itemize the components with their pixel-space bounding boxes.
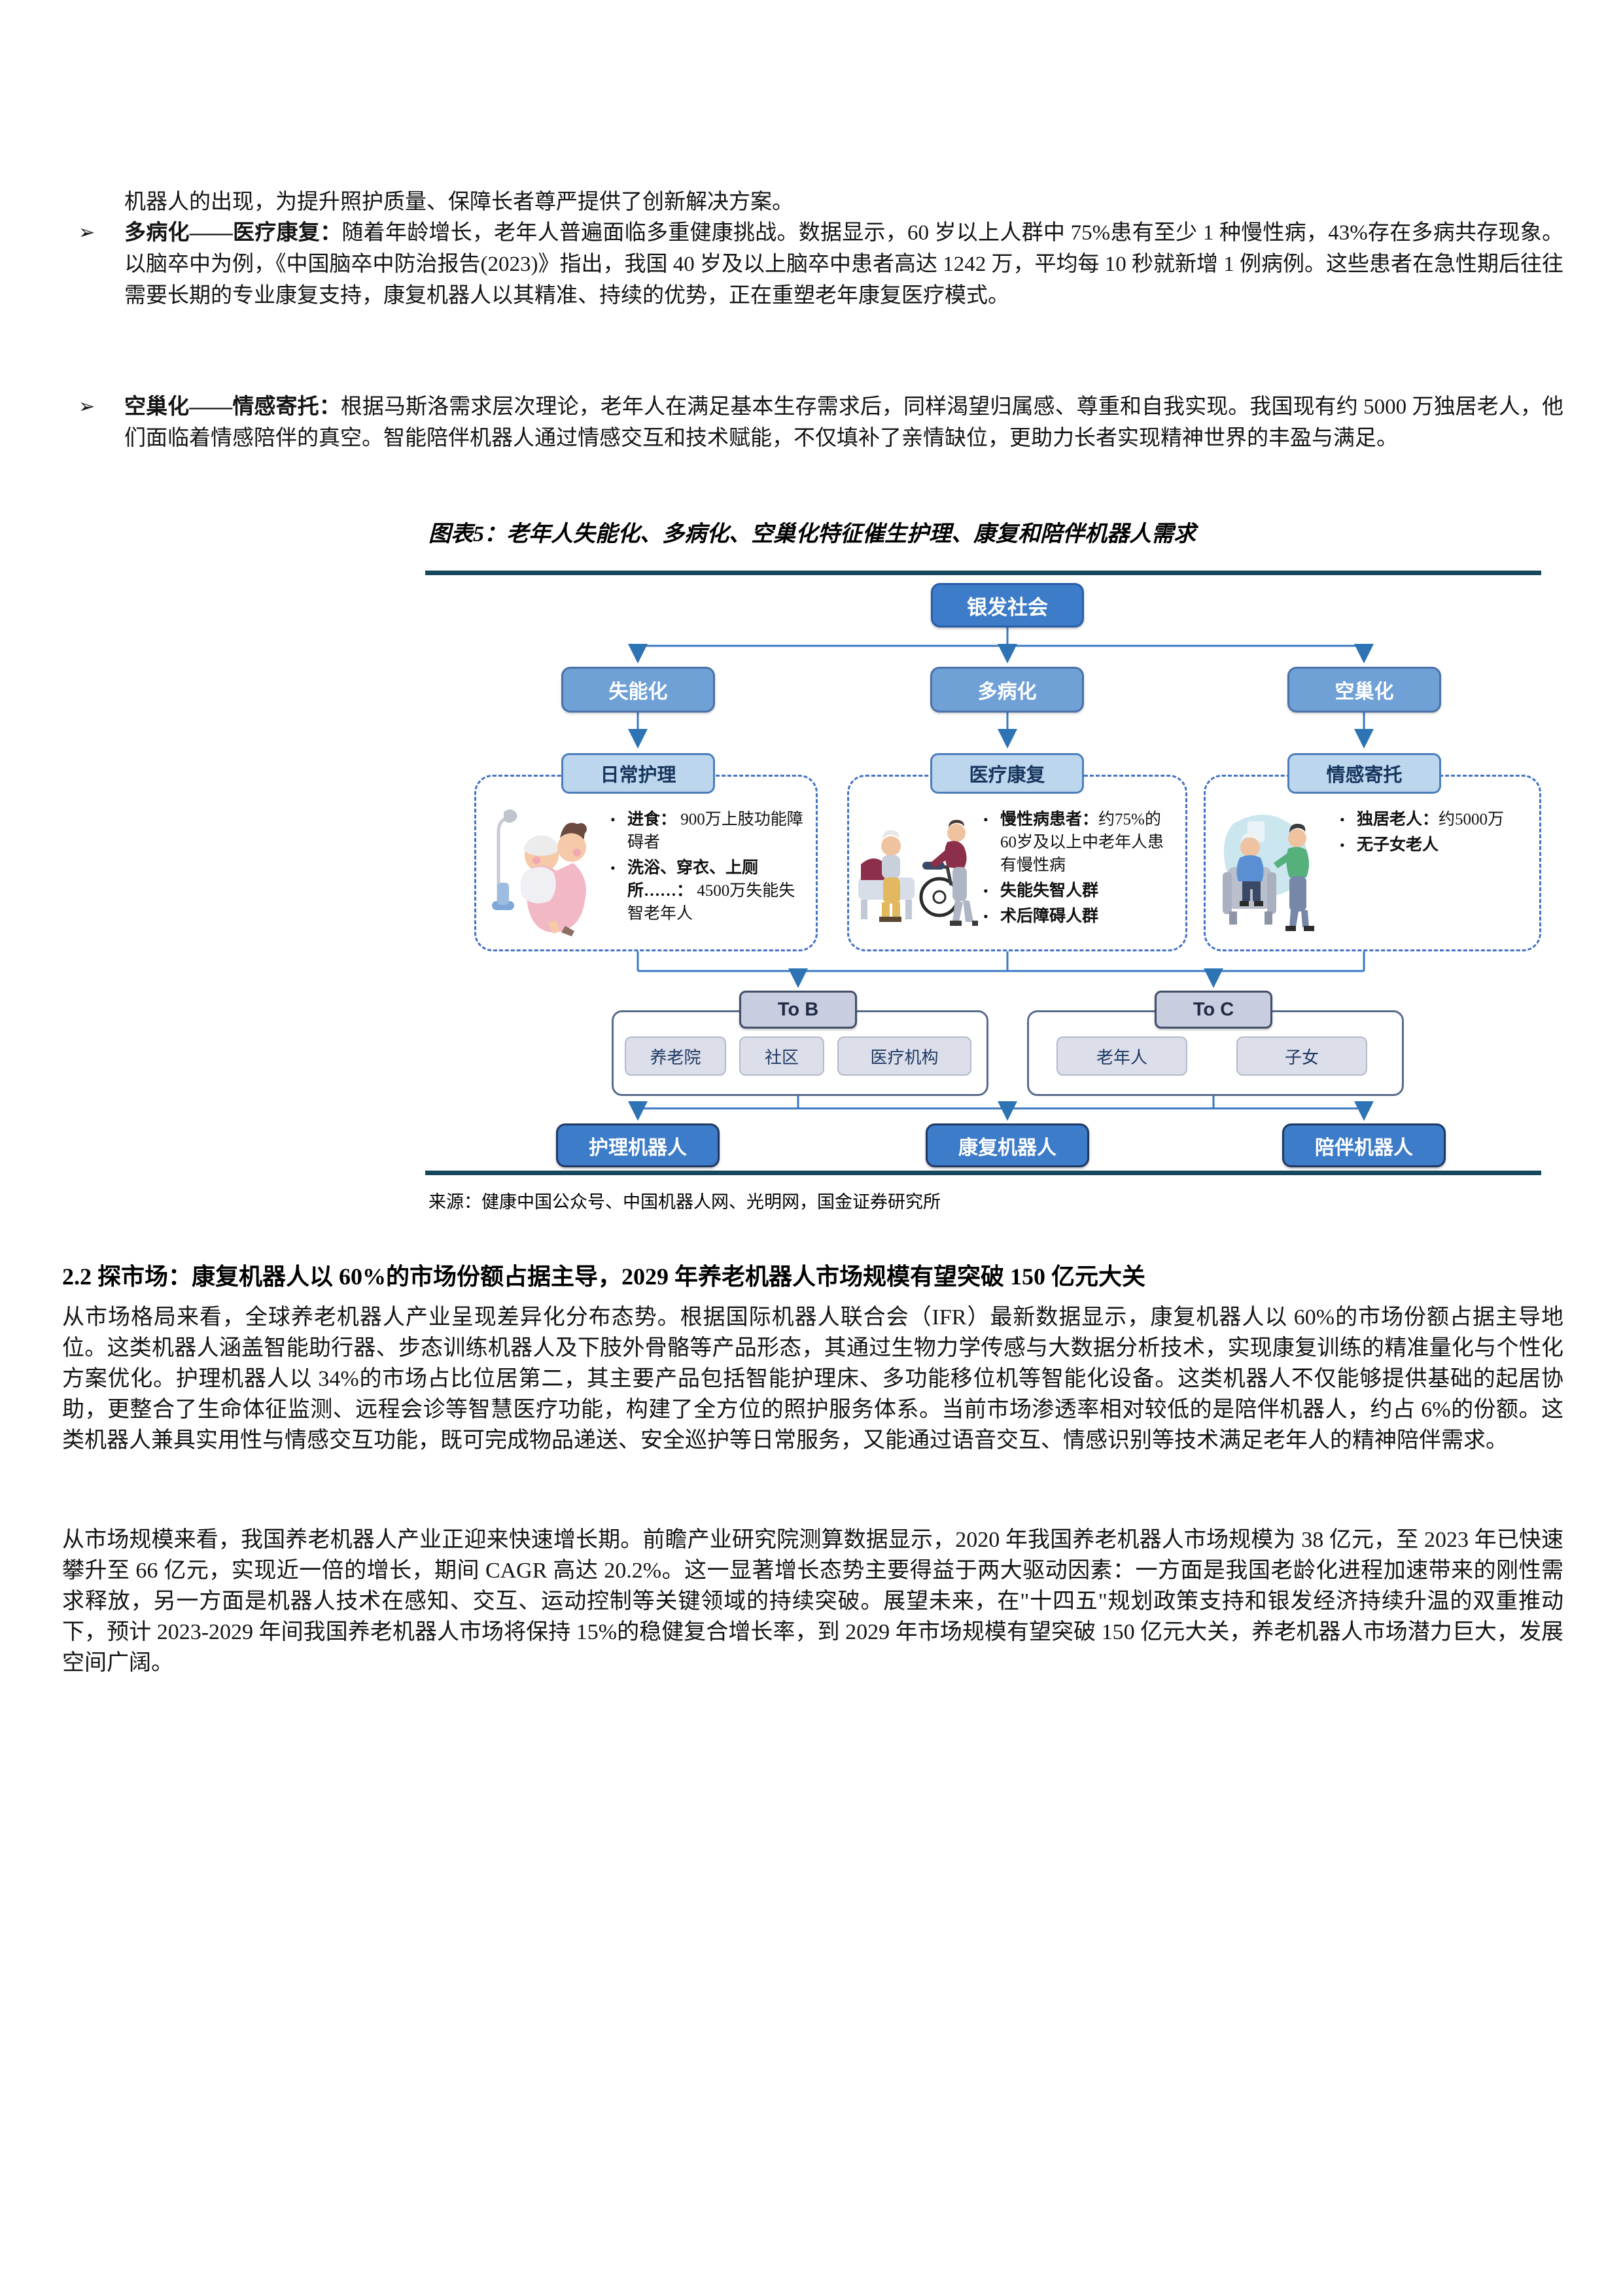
node-emotional-support: 情感寄托 xyxy=(1287,753,1441,794)
detail-bullet: •洗浴、穿衣、上厕所……： 4500万失能失智老年人 xyxy=(610,857,807,925)
node-silver-society: 银发社会 xyxy=(931,583,1084,627)
channel-community: 社区 xyxy=(739,1036,824,1076)
node-multimorbidity: 多病化 xyxy=(930,667,1084,713)
bullet-rest: 随着年龄增长，老年人普遍面临多重健康挑战。数据显示，60 岁以上人群中 75%患… xyxy=(124,221,1563,308)
list-item-multimorbidity: ➢ 多病化——医疗康复：随着年龄增长，老年人普遍面临多重健康挑战。数据显示，60… xyxy=(79,217,1563,311)
emotional-support-bullets: •独居老人：约5000万 •无子女老人 xyxy=(1340,808,1530,859)
list-item-empty-nest: ➢ 空巢化——情感寄托：根据马斯洛需求层次理论，老年人在满足基本生存需求后，同样… xyxy=(79,391,1563,454)
dot-bullet-icon: • xyxy=(983,908,988,925)
detail-box-emotional-support: •独居老人：约5000万 •无子女老人 xyxy=(1204,775,1541,951)
detail-bullet: •进食： 900万上肢功能障碍者 xyxy=(610,808,807,854)
node-nursing-robot: 护理机器人 xyxy=(556,1123,720,1167)
intro-paragraph: 机器人的出现，为提升照护质量、保障长者尊严提供了创新解决方案。 xyxy=(124,190,794,214)
detail-bullet: •无子女老人 xyxy=(1340,834,1530,857)
medical-rehab-bullets: •慢性病患者：约75%的60岁及以上中老年人患有慢性病 •失能失智人群 •术后障… xyxy=(983,808,1176,930)
channel-medical-institution: 医疗机构 xyxy=(837,1036,971,1076)
detail-bullet: •独居老人：约5000万 xyxy=(1340,808,1530,831)
arrow-bullet-icon: ➢ xyxy=(79,222,96,243)
dot-bullet-icon: • xyxy=(983,811,988,828)
bullet-text: 多病化——医疗康复：随着年龄增长，老年人普遍面临多重健康挑战。数据显示，60 岁… xyxy=(124,217,1563,311)
dot-bullet-icon: • xyxy=(610,860,616,876)
bullet-rest: 根据马斯洛需求层次理论，老年人在满足基本生存需求后，同样渴望归属感、尊重和自我实… xyxy=(124,395,1564,450)
market-size-paragraph: 从市场规模来看，我国养老机器人产业正迎来快速增长期。前瞻产业研究院测算数据显示，… xyxy=(62,1528,1563,1675)
node-medical-rehab: 医疗康复 xyxy=(930,753,1084,794)
dot-bullet-icon: • xyxy=(983,883,988,899)
bullet-lead: 多病化——医疗康复： xyxy=(124,221,342,245)
detail-box-medical-rehab: •慢性病患者：约75%的60岁及以上中老年人患有慢性病 •失能失智人群 •术后障… xyxy=(847,775,1187,951)
caregiver-hug-illustration xyxy=(492,809,587,936)
detail-bullet: •慢性病患者：约75%的60岁及以上中老年人患有慢性病 xyxy=(983,808,1176,877)
node-companion-robot: 陪伴机器人 xyxy=(1282,1123,1446,1167)
market-structure-paragraph: 从市场格局来看，全球养老机器人产业呈现差异化分布态势。根据国际机器人联合会（IF… xyxy=(62,1305,1563,1453)
figure-rule-bottom xyxy=(425,1171,1541,1175)
detail-bullet: •失能失智人群 xyxy=(983,879,1176,902)
dot-bullet-icon: • xyxy=(1340,837,1345,853)
connector-lines xyxy=(628,627,1374,1121)
to-c-label: To C xyxy=(1155,991,1272,1029)
figure-rule-top xyxy=(425,571,1541,575)
figure-source: 来源：健康中国公众号、中国机器人网、光明网，国金证券研究所 xyxy=(428,1192,941,1212)
detail-bullet: •术后障碍人群 xyxy=(983,905,1176,928)
figure-diagram: 银发社会 失能化 多病化 空巢化 日常护理 医疗康复 情感寄托 xyxy=(425,575,1541,1171)
node-rehab-robot: 康复机器人 xyxy=(926,1123,1089,1167)
wheelchair-scene-illustration xyxy=(858,820,978,926)
figure-title: 图表5：老年人失能化、多病化、空巢化特征催生护理、康复和陪伴机器人需求 xyxy=(428,522,1196,546)
dot-bullet-icon: • xyxy=(1340,811,1345,828)
bullet-text: 空巢化——情感寄托：根据马斯洛需求层次理论，老年人在满足基本生存需求后，同样渴望… xyxy=(124,391,1563,454)
companionship-illustration xyxy=(1223,814,1314,931)
arrow-bullet-icon: ➢ xyxy=(79,396,96,417)
node-disability: 失能化 xyxy=(561,667,715,713)
node-daily-care: 日常护理 xyxy=(561,753,715,794)
to-b-label: To B xyxy=(739,991,857,1029)
channel-elderly: 老年人 xyxy=(1056,1036,1187,1076)
dot-bullet-icon: • xyxy=(610,811,616,828)
section-heading: 2.2 探市场：康复机器人以 60%的市场份额占据主导，2029 年养老机器人市… xyxy=(62,1263,1146,1290)
channel-nursing-home: 养老院 xyxy=(625,1036,726,1076)
daily-care-bullets: •进食： 900万上肢功能障碍者 •洗浴、穿衣、上厕所……： 4500万失能失智… xyxy=(610,808,807,928)
bullet-lead: 空巢化——情感寄托： xyxy=(124,395,341,419)
node-empty-nest: 空巢化 xyxy=(1287,667,1441,713)
channel-children: 子女 xyxy=(1236,1036,1367,1076)
detail-box-daily-care: •进食： 900万上肢功能障碍者 •洗浴、穿衣、上厕所……： 4500万失能失智… xyxy=(474,775,818,951)
